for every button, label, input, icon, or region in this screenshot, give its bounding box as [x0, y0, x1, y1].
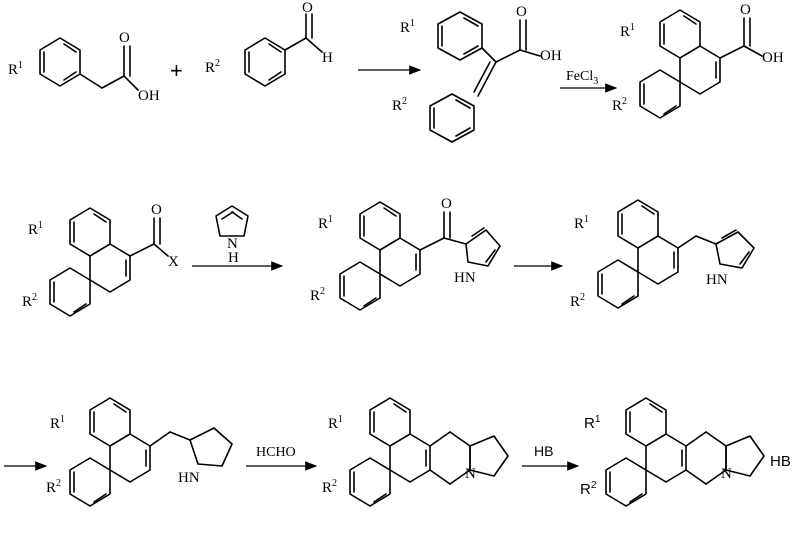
r1-label: R1 — [400, 18, 415, 36]
acyl-o: O — [441, 196, 452, 212]
compound-phenylacetic-acid: R1 O OH — [8, 30, 160, 104]
r2-label: R2 — [205, 58, 220, 76]
salt-n: N — [721, 466, 732, 482]
compound-phenanthrene-acid: R1 O OH R2 — [612, 2, 784, 119]
pyrrole-h: H — [228, 250, 239, 266]
r2-label: R2 — [392, 96, 407, 114]
r1-label: R1 — [8, 60, 23, 78]
r1-label: R1 — [584, 414, 601, 432]
compound-acylpyrrole: R1 O HN R2 — [310, 196, 501, 311]
carbonyl-o: O — [119, 30, 130, 46]
indolizidine-n: N — [465, 466, 476, 482]
r2-label: R2 — [310, 286, 325, 304]
hydroxyl-label: OH — [540, 48, 562, 64]
r1-label: R1 — [318, 214, 333, 232]
acid-o: O — [740, 2, 751, 18]
r2-label: R2 — [580, 480, 597, 498]
r2-label: R2 — [46, 478, 61, 496]
pyrrole-hn: HN — [706, 272, 728, 288]
compound-acrylic-acid: R1 O OH R2 — [392, 4, 562, 143]
hb-reagent: HB — [534, 443, 553, 459]
pyrrole-n: N — [227, 236, 238, 252]
pyrrolidine-hn: HN — [178, 470, 200, 486]
acyl-o: O — [151, 202, 162, 218]
compound-methylpyrrole: R1 HN R2 — [570, 199, 755, 310]
compound-phenanthroindolizidine: R1 N R2 — [322, 397, 509, 507]
compound-benzaldehyde: R2 O H — [205, 0, 333, 87]
hydroxyl-label: OH — [138, 88, 160, 104]
r2-label: R2 — [612, 96, 627, 114]
fecl3-reagent: FeCl3 — [566, 69, 598, 87]
compound-salt: R1 N HB R2 — [580, 397, 791, 507]
plus-sign: + — [170, 58, 183, 83]
r1-label: R1 — [574, 214, 589, 232]
r1-label: R1 — [620, 22, 635, 40]
compound-acyl-phenanthrene: R1 O X R2 — [22, 202, 179, 317]
hcho-reagent: HCHO — [256, 445, 296, 460]
acid-o: O — [516, 4, 527, 20]
x-label: X — [168, 254, 179, 270]
r1-label: R1 — [28, 220, 43, 238]
pyrrole-hn: HN — [454, 270, 476, 286]
compound-pyrrolidine: R1 HN R2 — [46, 397, 233, 507]
r1-label: R1 — [328, 414, 343, 432]
r2-label: R2 — [22, 292, 37, 310]
r2-label: R2 — [570, 292, 585, 310]
r2-label: R2 — [322, 478, 337, 496]
r1-label: R1 — [50, 414, 65, 432]
aldehyde-h: H — [322, 50, 333, 66]
hydroxyl-label: OH — [762, 50, 784, 66]
salt-hb: HB — [770, 453, 791, 470]
pyrrole-reagent: N H — [215, 205, 249, 266]
aldehyde-o: O — [302, 0, 313, 16]
